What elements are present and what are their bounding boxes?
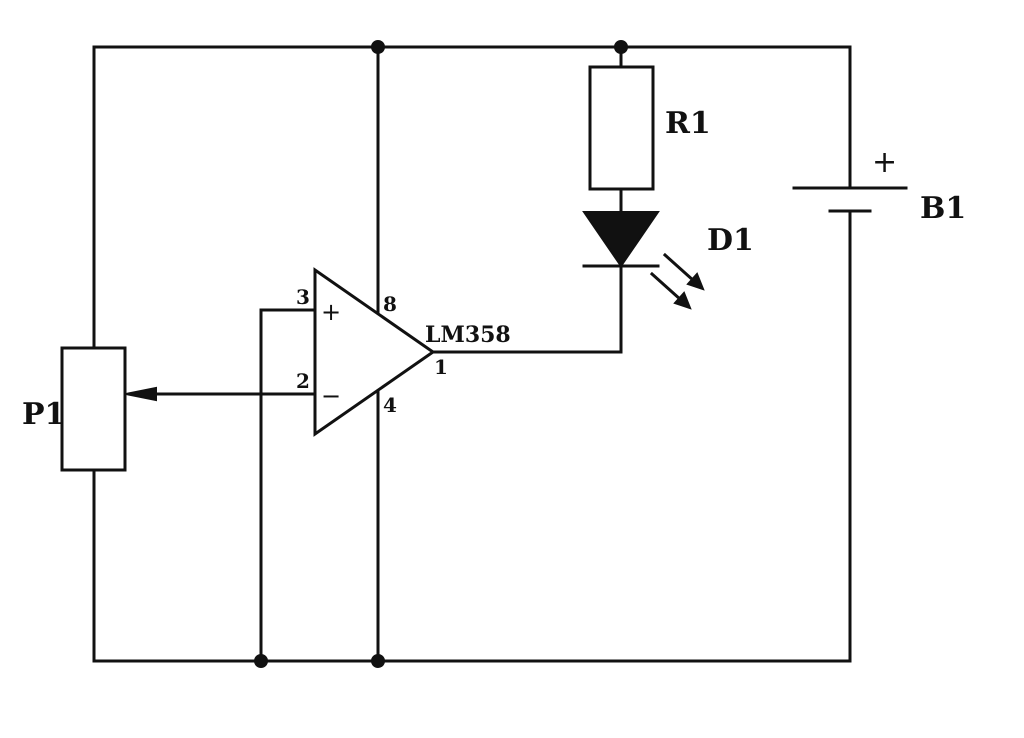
opamp: + − 3 2 8 4 1 LM358 (296, 267, 511, 437)
junction-dot-bottom-feedback (254, 654, 268, 668)
opamp-pin-3-label: 3 (296, 285, 310, 309)
resistor-label: R1 (665, 106, 711, 141)
opamp-pin-1-label: 1 (434, 355, 448, 379)
junction-dot-top-resistor (614, 40, 628, 54)
junction-dot-top-supply (371, 40, 385, 54)
junction-dot-bottom-supply (371, 654, 385, 668)
opamp-pin-8-label: 8 (383, 292, 397, 316)
led-light-arrows-icon (649, 252, 705, 310)
led-diode-triangle (582, 211, 660, 268)
resistor-body (588, 65, 655, 191)
potentiometer: P1 (22, 346, 157, 472)
opamp-triangle (313, 267, 436, 437)
opamp-inverting-sign: − (321, 382, 341, 410)
potentiometer-body (60, 346, 127, 472)
battery: + B1 (792, 145, 966, 226)
opamp-noninverting-sign: + (321, 298, 341, 326)
opamp-pin-2-label: 2 (296, 369, 310, 393)
potentiometer-label: P1 (22, 397, 65, 432)
junction-dots (254, 40, 628, 668)
battery-label: B1 (920, 191, 966, 226)
opamp-pin-4-label: 4 (383, 393, 397, 417)
wires (92, 45, 852, 663)
resistor: R1 (588, 65, 711, 191)
led: D1 (582, 211, 754, 310)
potentiometer-wiper-arrow (125, 386, 157, 402)
opamp-label: LM358 (425, 322, 511, 348)
battery-positive-sign: + (872, 145, 897, 180)
led-label: D1 (707, 223, 754, 258)
